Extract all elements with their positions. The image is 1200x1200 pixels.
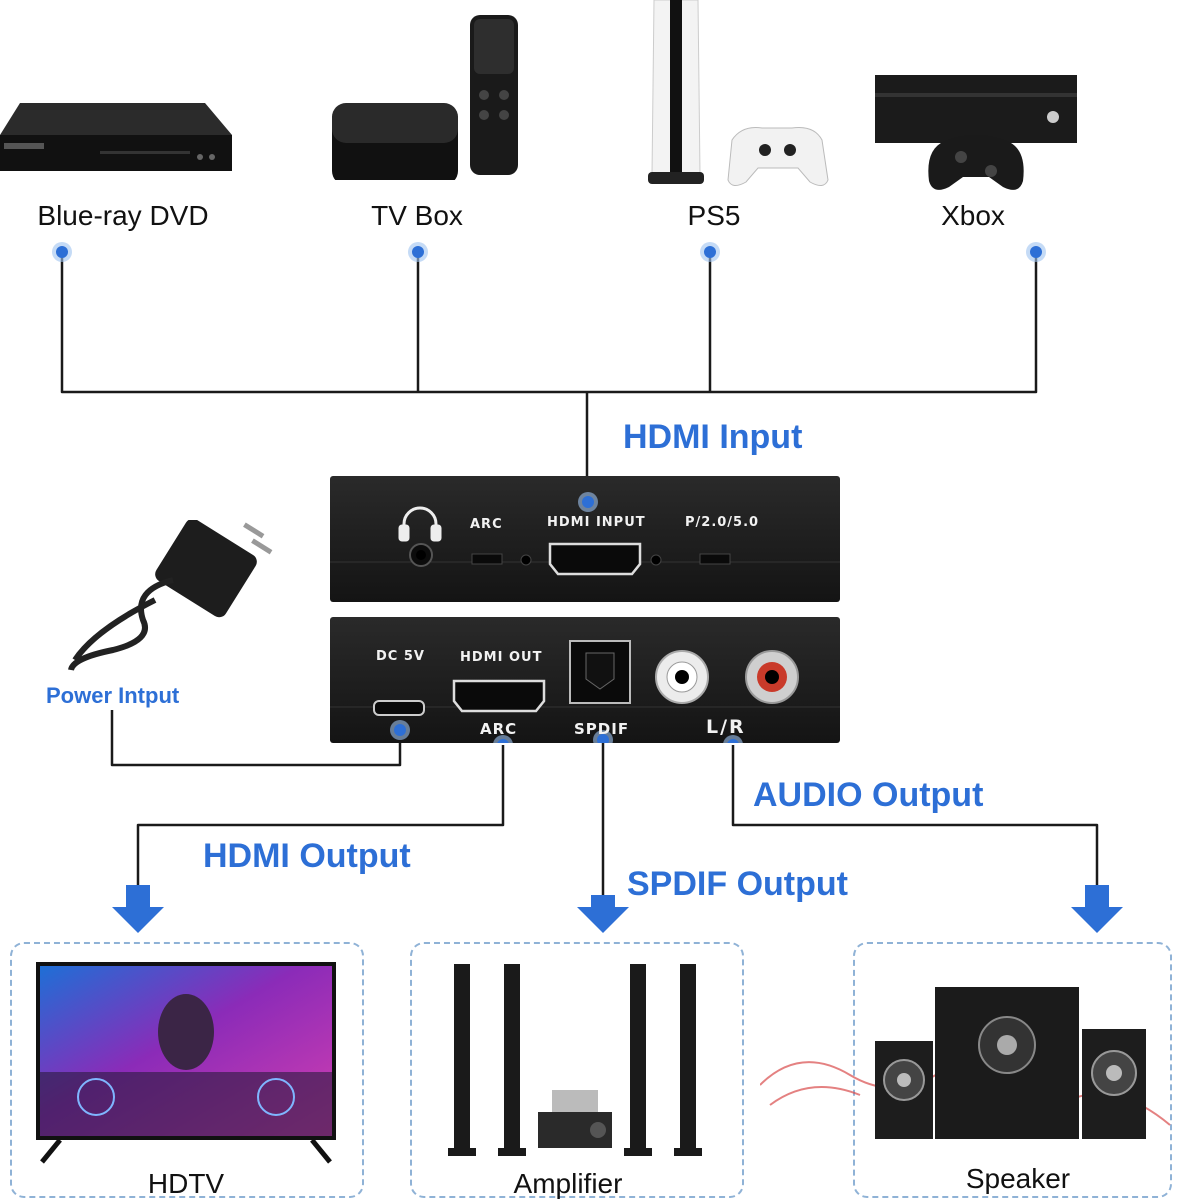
spdif-output-label: SPDIF Output	[627, 865, 848, 903]
console-xbox-icon	[875, 75, 1080, 195]
dvd-player-icon	[0, 95, 235, 180]
back-arc-label: ARC	[480, 720, 518, 738]
hdmi-output-port	[452, 679, 546, 713]
source-label-tvbox: TV Box	[371, 200, 463, 231]
speaker-icon	[759, 985, 1180, 1145]
back-lr-label: L/R	[706, 716, 746, 738]
hdmi-output-label: HDMI Output	[203, 837, 411, 875]
source-label-ps5: PS5	[687, 200, 741, 231]
audio-output-label: AUDIO Output	[753, 776, 984, 814]
power-adapter-icon	[55, 518, 275, 680]
wire-hdmi-out	[136, 745, 505, 885]
hdmi-input-port	[548, 542, 642, 576]
hdmi-input-label: HDMI Input	[623, 418, 803, 456]
amplifier-icon	[440, 960, 710, 1165]
tv-icon	[36, 962, 336, 1167]
power-input-label: Power Intput	[46, 683, 180, 708]
headphone-icon	[398, 506, 442, 542]
front-hdmi-input-label: HDMI INPUT	[547, 515, 646, 530]
arrow-amplifier	[577, 895, 629, 933]
output-label-hdtv: HDTV	[147, 1168, 225, 1199]
arrow-speaker	[1071, 885, 1123, 933]
dc-power-port	[373, 700, 425, 716]
device-front-panel: ARC HDMI INPUT P/2.0/5.0	[330, 476, 840, 602]
tv-box-icon	[330, 15, 520, 185]
output-box-speaker	[853, 942, 1172, 1198]
arc-switch	[471, 553, 503, 565]
front-arc-label: ARC	[470, 517, 503, 532]
output-label-speaker: Speaker	[965, 1163, 1071, 1194]
wire-power	[110, 710, 402, 767]
wire-dvd	[60, 252, 1038, 394]
mode-switch	[699, 553, 731, 565]
source-label-xbox: Xbox	[941, 200, 1005, 231]
device-back-panel: DC 5V HDMI OUT ARC SPDIF L/R	[330, 617, 840, 743]
back-dc-label: DC 5V	[376, 649, 425, 664]
back-spdif-label: SPDIF	[574, 720, 630, 738]
output-box-amplifier	[410, 942, 744, 1198]
back-hdmi-out-label: HDMI OUT	[460, 650, 543, 665]
output-box-hdtv	[10, 942, 364, 1198]
source-label-dvd: Blue-ray DVD	[37, 200, 209, 231]
wire-audio	[731, 745, 1099, 885]
console-ps5-icon	[640, 0, 830, 190]
output-label-amplifier: Amplifier	[513, 1168, 623, 1199]
arrow-hdtv	[112, 885, 164, 933]
front-mode-label: P/2.0/5.0	[685, 515, 760, 530]
